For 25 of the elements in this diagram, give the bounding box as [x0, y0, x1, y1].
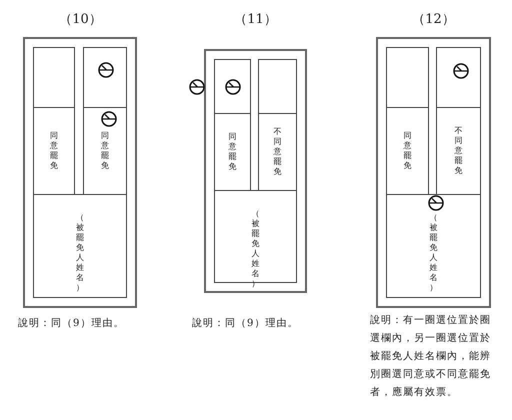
- vertical-label: 同意罷免: [49, 131, 60, 172]
- ballot-field: [214, 112, 252, 192]
- explanation-note: 說明：有一圈選位置於圈選欄內，另一圈選位置於被罷免人姓名欄內，能辨別圈選同意或不同意罷免者，應屬有效票。: [370, 314, 492, 400]
- explanation-note: 說明：同（9）理由。: [192, 316, 300, 331]
- blank-field: [258, 59, 297, 114]
- ballot-number: （10）: [58, 11, 103, 28]
- vertical-label: 不同意罷免: [272, 126, 282, 177]
- vertical-label: 不同意罷免: [454, 126, 464, 176]
- explanation-note: 說明：同（9）理由。: [18, 316, 126, 331]
- ballot-number: （11）: [233, 11, 278, 28]
- ballot-field: [33, 194, 127, 298]
- ballot-field: [436, 107, 481, 196]
- vertical-label: 同意罷免: [402, 131, 412, 172]
- ballot-number: （12）: [411, 11, 456, 28]
- ballot-field: [386, 194, 481, 298]
- vertical-label: 同意罷免: [228, 132, 238, 172]
- vertical-label: 同意罷免: [100, 131, 110, 172]
- vertical-label: （被罷免人姓名）: [75, 212, 85, 293]
- vertical-label: （被罷免人姓名）: [428, 212, 438, 293]
- blank-field: [33, 47, 76, 108]
- ballot-field: [386, 107, 429, 196]
- ballot-field: [258, 112, 297, 192]
- ballot-field: [33, 107, 76, 196]
- blank-field: [386, 47, 429, 108]
- vertical-label: （被罷免人姓名）: [250, 209, 260, 290]
